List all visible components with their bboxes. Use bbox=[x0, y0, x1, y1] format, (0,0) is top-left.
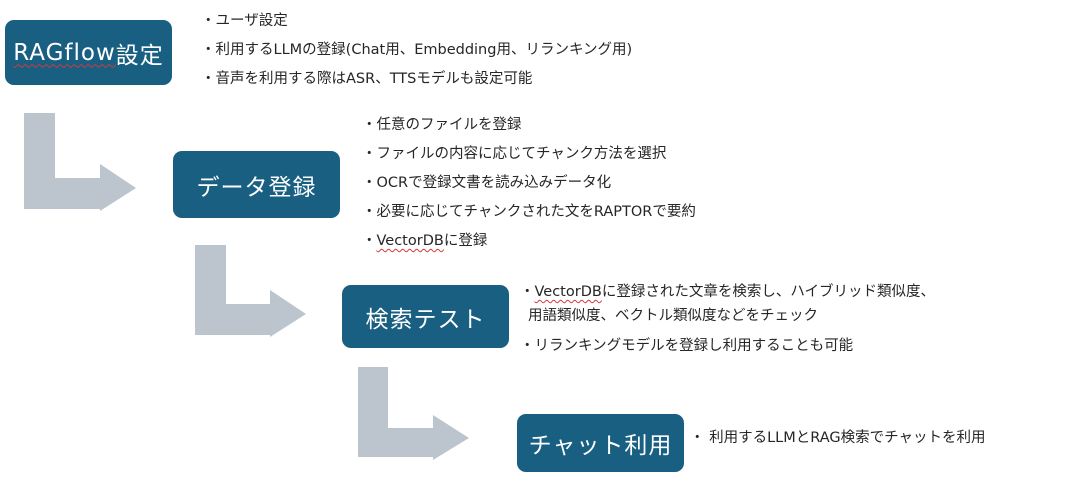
vectordb-term: VectorDB bbox=[376, 233, 444, 249]
step-box-search-test: 検索テスト bbox=[342, 285, 509, 348]
note-text-continued: 用語類似度、ベクトル類似度などをチェック bbox=[528, 308, 818, 324]
step-notes-chat-usage: ・ 利用するLLMとRAG検索でチャットを利用 bbox=[690, 424, 986, 453]
note-item: ・ユーザ設定 bbox=[201, 13, 288, 29]
step-title: データ登録 bbox=[196, 174, 317, 201]
step-title-suffix: 設定 bbox=[115, 42, 164, 69]
bent-arrow-icon bbox=[24, 113, 136, 211]
step-notes-data-registration: ・任意のファイルを登録 ・ファイルの内容に応じてチャンク方法を選択 ・OCRで登… bbox=[362, 111, 696, 256]
note-item: ・ 利用するLLMとRAG検索でチャットを利用 bbox=[690, 430, 986, 446]
bullet: ・ bbox=[520, 284, 535, 300]
step-notes-search-test: ・VectorDBに登録された文章を検索し、ハイブリッド類似度、用語類似度、ベク… bbox=[520, 280, 935, 361]
bent-arrow-shape bbox=[195, 245, 306, 337]
bent-arrow-shape bbox=[24, 113, 136, 211]
step-title-prefix: RAGflow bbox=[13, 39, 116, 66]
bullet: ・ bbox=[362, 233, 377, 249]
bent-arrow-icon bbox=[358, 367, 469, 460]
note-item: ・必要に応じてチャンクされた文をRAPTORで要約 bbox=[362, 204, 696, 220]
bent-arrow-shape bbox=[358, 367, 469, 460]
step-box-data-registration: データ登録 bbox=[173, 151, 340, 218]
note-item: ・利用するLLMの登録(Chat用、Embedding用、リランキング用) bbox=[201, 42, 633, 58]
note-item: ・ファイルの内容に応じてチャンク方法を選択 bbox=[362, 146, 667, 162]
step-box-chat-usage: チャット利用 bbox=[517, 414, 684, 472]
note-item: ・VectorDBに登録 bbox=[362, 227, 696, 256]
note-text: に登録された文章を検索し、ハイブリッド類似度、 bbox=[601, 284, 936, 300]
step-title: 検索テスト bbox=[365, 306, 486, 333]
note-item: ・VectorDBに登録された文章を検索し、ハイブリッド類似度、用語類似度、ベク… bbox=[520, 280, 935, 329]
step-title: チャット利用 bbox=[528, 433, 673, 459]
note-item: ・OCRで登録文書を読み込みデータ化 bbox=[362, 175, 612, 191]
note-text: に登録 bbox=[443, 233, 488, 249]
note-item: ・音声を利用する際はASR、TTSモデルも設定可能 bbox=[201, 71, 533, 87]
note-item: ・任意のファイルを登録 bbox=[362, 117, 522, 133]
note-item: ・リランキングモデルを登録し利用することも可能 bbox=[520, 338, 854, 354]
vectordb-term: VectorDB bbox=[534, 284, 602, 300]
step-notes-ragflow-settings: ・ユーザ設定 ・利用するLLMの登録(Chat用、Embedding用、リランキ… bbox=[201, 7, 632, 94]
bent-arrow-icon bbox=[195, 245, 306, 337]
